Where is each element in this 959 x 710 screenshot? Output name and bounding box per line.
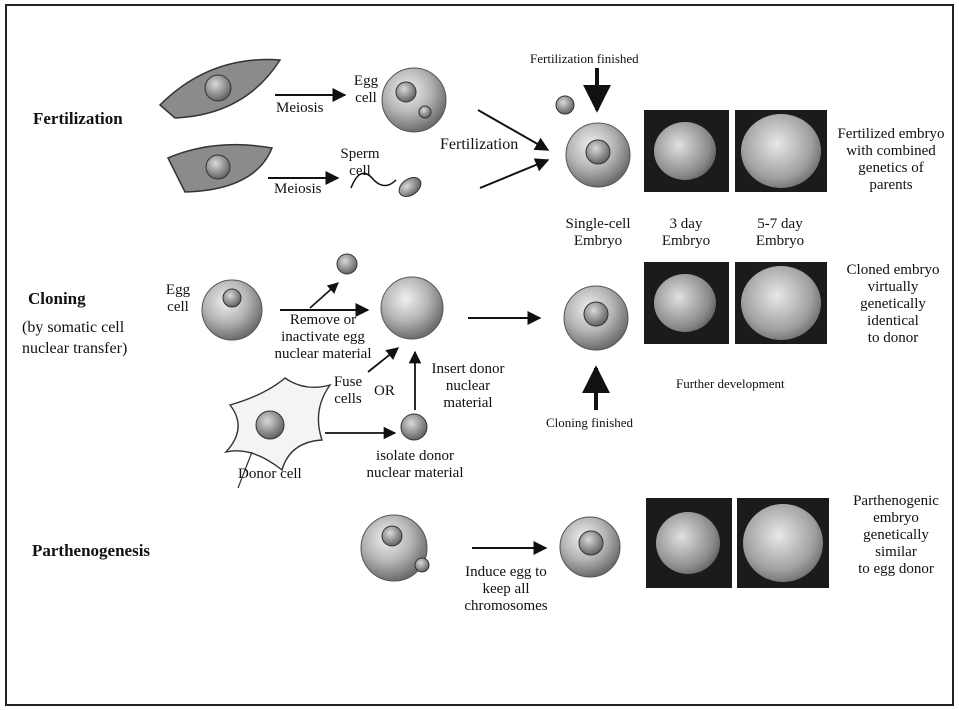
result-fertilized-line3: genetics of: [827, 160, 955, 177]
photo-clone-3day: [644, 262, 729, 344]
result-parth-line5: to egg donor: [838, 561, 954, 578]
parth-embryo-nucleus: [579, 531, 603, 555]
label-single-cell-embryo: Single-cell Embryo: [555, 216, 641, 250]
photo-clone-57day: [735, 262, 827, 344]
germ-cell-male-nucleus: [206, 155, 230, 179]
label-induce-line1: Induce egg to: [442, 564, 570, 581]
label-clone-egg-line2: cell: [156, 299, 200, 316]
label-isolate-line2: nuclear material: [350, 465, 480, 482]
label-egg-cell-line2: cell: [346, 90, 386, 107]
result-parthenogenic: Parthenogenic embryo genetically similar…: [838, 493, 954, 578]
label-meiosis-bottom: Meiosis: [274, 181, 322, 198]
label-donor-cell: Donor cell: [238, 466, 302, 483]
sperm-near-egg: [556, 96, 574, 114]
sperm-cell-head: [396, 174, 425, 201]
result-parth-line2: embryo: [838, 510, 954, 527]
label-clone-egg-cell: Egg cell: [156, 282, 200, 316]
label-sperm-cell-line2: cell: [335, 163, 385, 180]
label-meiosis-top: Meiosis: [276, 100, 324, 117]
remove-nucleus-arrow: [310, 283, 338, 308]
enucleated-egg: [381, 277, 443, 339]
label-sperm-cell: Sperm cell: [335, 146, 385, 180]
cloned-embryo-nucleus: [584, 302, 608, 326]
result-cloned: Cloned embryo virtually genetically iden…: [834, 262, 952, 347]
single-cell-embryo-nucleus: [586, 140, 610, 164]
clone-egg-nucleus: [223, 289, 241, 307]
germ-cell-female-nucleus: [205, 75, 231, 101]
row-sublabel-cloning-2: nuclear transfer): [22, 340, 127, 357]
egg-cell: [382, 68, 446, 132]
row-label-parthenogenesis: Parthenogenesis: [32, 542, 150, 559]
label-3day-line2: Embryo: [656, 233, 716, 250]
photo-parth-3day: [646, 498, 732, 588]
label-induce-line2: keep all: [442, 581, 570, 598]
result-cloned-line5: to donor: [834, 330, 952, 347]
label-insert-line3: material: [418, 395, 518, 412]
parth-egg-nucleus: [382, 526, 402, 546]
label-57day-line2: Embryo: [744, 233, 816, 250]
result-fertilized: Fertilized embryo with combined genetics…: [827, 126, 955, 194]
photo-fert-57day: [735, 110, 827, 192]
label-sperm-cell-line1: Sperm: [335, 146, 385, 163]
photo-fert-3day: [644, 110, 729, 192]
label-clone-egg-line1: Egg: [156, 282, 200, 299]
label-isolate-line1: isolate donor: [350, 448, 480, 465]
result-cloned-line2: virtually: [834, 279, 952, 296]
row-label-fertilization: Fertilization: [33, 110, 123, 127]
label-57day-line1: 5-7 day: [744, 216, 816, 233]
result-parth-line3: genetically: [838, 527, 954, 544]
photo-parth-57day: [737, 498, 829, 588]
label-remove-line1: Remove or: [258, 312, 388, 329]
fertilization-arrow-lower: [480, 160, 548, 188]
label-remove-line3: nuclear material: [258, 346, 388, 363]
label-fertilization-finished: Fertilization finished: [530, 50, 639, 67]
result-cloned-line4: identical: [834, 313, 952, 330]
egg-cell-nucleus: [396, 82, 416, 102]
result-parth-line1: Parthenogenic: [838, 493, 954, 510]
donor-cell-nucleus: [256, 411, 284, 439]
label-induce-egg: Induce egg to keep all chromosomes: [442, 564, 570, 615]
result-cloned-line3: genetically: [834, 296, 952, 313]
label-egg-cell-line1: Egg: [346, 73, 386, 90]
isolated-donor-nucleus: [401, 414, 427, 440]
label-fuse-line1: Fuse: [326, 374, 370, 391]
label-fuse-line2: cells: [326, 391, 370, 408]
label-further-development: Further development: [676, 375, 785, 392]
label-egg-cell: Egg cell: [346, 73, 386, 107]
label-insert-donor: Insert donor nuclear material: [418, 361, 518, 412]
label-fertilization-arrow: Fertilization: [440, 136, 518, 153]
row-label-cloning: Cloning: [28, 290, 86, 307]
label-induce-line3: chromosomes: [442, 598, 570, 615]
label-remove-nuclear: Remove or inactivate egg nuclear materia…: [258, 312, 388, 363]
label-cloning-finished: Cloning finished: [546, 414, 633, 431]
parth-polar-body: [415, 558, 429, 572]
label-insert-line1: Insert donor: [418, 361, 518, 378]
removed-nucleus: [337, 254, 357, 274]
result-fertilized-line2: with combined: [827, 143, 955, 160]
result-fertilized-line1: Fertilized embryo: [827, 126, 955, 143]
label-or: OR: [374, 383, 395, 400]
egg-polar-body: [419, 106, 431, 118]
parth-egg-cell: [361, 515, 427, 581]
row-sublabel-cloning-1: (by somatic cell: [22, 319, 124, 336]
label-3day-embryo: 3 day Embryo: [656, 216, 716, 250]
label-insert-line2: nuclear: [418, 378, 518, 395]
label-remove-line2: inactivate egg: [258, 329, 388, 346]
label-3day-line1: 3 day: [656, 216, 716, 233]
label-fuse-cells: Fuse cells: [326, 374, 370, 408]
result-cloned-line1: Cloned embryo: [834, 262, 952, 279]
result-fertilized-line4: parents: [827, 177, 955, 194]
label-57day-embryo: 5-7 day Embryo: [744, 216, 816, 250]
label-isolate-donor: isolate donor nuclear material: [350, 448, 480, 482]
label-single-cell-line1: Single-cell: [555, 216, 641, 233]
label-single-cell-line2: Embryo: [555, 233, 641, 250]
result-parth-line4: similar: [838, 544, 954, 561]
